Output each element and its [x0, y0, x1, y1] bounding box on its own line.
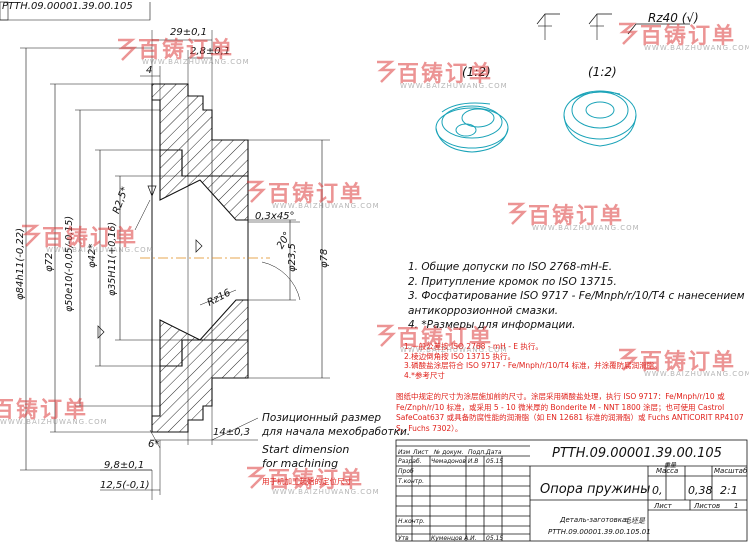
tb-col-date: Дата [486, 449, 502, 456]
title-block-sheet-label: Лист [654, 502, 672, 510]
note-cn-para-line-4: S、Fuchs 7302）。 [396, 423, 463, 433]
note-cn-para-line-3: SafeCoat637 或具备防腐性能的润滑脂（如 EN 12681 标准的润滑… [396, 413, 744, 422]
tb-utv: Утв [398, 535, 409, 542]
note-ru-4: 4. *Размеры для информации. [408, 319, 576, 331]
surface-finish: Rz40 (√) [648, 11, 699, 25]
start-dim-ru-2: для начала мехобработки. [262, 426, 411, 438]
watermark-brand: 百铸订单 [138, 38, 235, 63]
notes-cn: 1.一般公差按 ISO 2768 - mH - E 执行。 2.棱边倒角按 IS… [404, 343, 662, 379]
watermark-brand: 百铸订单 [640, 350, 737, 375]
tb-razrab: Разраб. [398, 458, 422, 465]
watermark-brand: 百铸订单 [528, 204, 625, 229]
note-ru-3: 3. Фосфатирование ISO 9717 - Fe/Mnph/r/1… [408, 290, 745, 302]
title-block-sheets-count: 1 [734, 502, 739, 510]
dim-78: φ78 [319, 248, 330, 268]
drawing-number-rotated: PTTH.09.00001.39.00.105 [2, 1, 133, 12]
note-cn-4: 4.*参考尺寸 [404, 370, 445, 380]
dim-12-5: 12,5(-0,1) [100, 480, 150, 491]
dim-84: φ84h11(-0,22) [15, 227, 26, 300]
watermark-url: WWW.BAIZHUWANG.COM [644, 44, 749, 52]
detail-view-1 [435, 102, 509, 153]
tb-razrab-name: Чемадонов И.В [431, 458, 479, 465]
title-block-name: Опора пружины [540, 482, 651, 497]
watermark-url: WWW.BAIZHUWANG.COM [272, 488, 380, 496]
watermark-brand: 百铸订单 [42, 226, 139, 251]
watermark-url: WWW.BAIZHUWANG.COM [0, 418, 108, 426]
watermark-brand: 百铸订单 [268, 468, 365, 493]
title-block-scale-label: Масштаб [714, 467, 748, 475]
dim-23-5: φ23,5 [287, 243, 298, 272]
note-cn-para-line-1: 图纸中规定的尺寸为涂层施加前的尺寸。涂层采用磷酸盐处理，执行 ISO 9717：… [396, 392, 725, 401]
detail-scale-2: (1:2) [588, 65, 617, 79]
watermark-url: WWW.BAIZHUWANG.COM [400, 346, 508, 354]
tb-zagotovka-cn: 毛坯是 [624, 517, 645, 525]
dim-chamfer: 0,3x45° [255, 211, 295, 222]
dim-2-8: 2,8±0,1 [190, 46, 231, 57]
dim-72: φ72 [44, 252, 55, 272]
title-block-scale: 2:1 [720, 484, 738, 497]
title-block-frame [395, 439, 748, 542]
tb-col-podp: Подп. [468, 449, 487, 456]
start-dim-cn: 用于机加工起始的定位尺寸 [262, 477, 352, 486]
watermark-brand: 百铸订单 [640, 24, 737, 49]
watermark-brand: 百铸订单 [268, 182, 365, 207]
detail-view-2 [563, 90, 637, 147]
watermark-logos [22, 22, 639, 489]
note-cn-1: 1.一般公差按 ISO 2768 - mH - E 执行。 [404, 342, 543, 351]
watermark-url: WWW.BAIZHUWANG.COM [142, 58, 250, 66]
note-cn-paragraph: 图纸中规定的尺寸为涂层施加前的尺寸。涂层采用磷酸盐处理，执行 ISO 9717：… [396, 393, 744, 432]
tb-col-doc: № докум. [434, 449, 464, 456]
tb-col-list: Лист [413, 449, 429, 456]
watermark-url: WWW.BAIZHUWANG.COM [272, 202, 380, 210]
start-dim-en-1: Start dimension [262, 443, 350, 456]
dim-14: 14±0,3 [213, 427, 251, 438]
tb-zagotovka-code: PTTH.09.00001.39.00.105.01 [548, 528, 651, 536]
tb-col-izm: Изм [398, 449, 411, 456]
note-ru-3b: антикоррозионной смазки. [408, 304, 559, 317]
watermark-url: WWW.BAIZHUWANG.COM [46, 246, 154, 254]
note-cn-3: 3.磷酸盐涂层符合 ISO 9717 - Fe/Mnph/r/10/T4 标准，… [404, 361, 662, 370]
tb-utv-date: 05.15 [486, 535, 504, 542]
detail-scale-1: (1:2) [462, 65, 491, 79]
tb-zagotovka: Деталь-заготовка [560, 516, 627, 524]
tb-nkontr: Н.контр. [398, 518, 425, 525]
note-ru-2: 2. Притупление кромок по ISO 13715. [408, 275, 617, 288]
watermark-brand: 百铸订单 [397, 326, 494, 351]
dim-29: 29±0,1 [170, 27, 208, 38]
title-block-letter: 0, [652, 484, 663, 497]
watermark-brand: 百铸订单 [0, 398, 89, 423]
note-cn-para-line-2: Fe/Znph/r/10 标准，或采用 5 - 10 微米厚的 Bonderit… [396, 402, 725, 412]
tb-utv-name: Куменцов А.И. [431, 535, 477, 542]
tb-tkontr: Т.контр. [398, 478, 425, 485]
watermark-url: WWW.BAIZHUWANG.COM [400, 82, 508, 90]
watermark-url: WWW.BAIZHUWANG.COM [532, 224, 640, 232]
tb-razrab-date: 05.15 [486, 458, 504, 465]
title-block-code: PTTH.09.00001.39.00.105 [552, 446, 722, 461]
dim-6: 6* [148, 439, 160, 450]
title-block-mass-label: Масса [656, 467, 679, 475]
note-ru-1: 1. Общие допуски по ISO 2768-mH-E. [408, 261, 613, 273]
note-cn-2: 2.棱边倒角按 ISO 13715 执行。 [404, 351, 516, 361]
start-dim-en-2: for machining [262, 457, 339, 470]
notes-ru: 1. Общие допуски по ISO 2768-mH-E. 2. Пр… [408, 262, 745, 331]
watermark-brand: 百铸订单 [397, 62, 494, 87]
dim-9-8: 9,8±0,1 [104, 460, 145, 471]
title-block-mass-cn: 重量 [664, 462, 677, 469]
dim-4: 4 [146, 65, 153, 76]
tb-prob: Проб [398, 468, 414, 475]
watermark-url: WWW.BAIZHUWANG.COM [644, 370, 749, 378]
title-block-sheets-label: Листов [694, 502, 721, 510]
title-block-mass: 0,38 [688, 484, 713, 497]
start-dim-ru-1: Позиционный размер [262, 412, 382, 424]
